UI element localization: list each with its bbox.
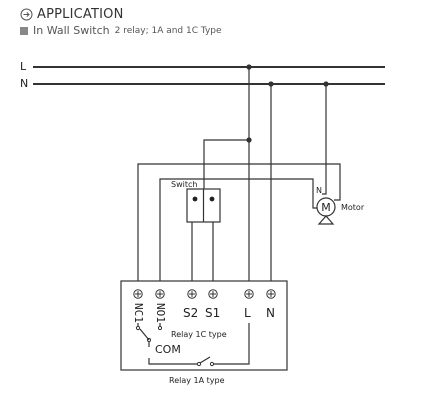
page-title: APPLICATION (37, 7, 124, 22)
screw-icon-l (244, 289, 254, 299)
switch-contact-right (209, 196, 215, 202)
title-row: APPLICATION (20, 6, 222, 23)
terminal-screws (133, 289, 276, 299)
relay-1a-label: Relay 1A type (169, 376, 225, 385)
square-bullet-icon (20, 26, 28, 35)
switch-live-wire (203, 139, 249, 195)
com-label: COM (155, 343, 181, 356)
subtitle-detail: 2 relay; 1A and 1C Type (114, 25, 222, 36)
motor-base (317, 215, 335, 225)
live-line-label: L (20, 60, 27, 73)
terminal-label-nc1: NC1 (132, 303, 145, 323)
application-header: APPLICATION In Wall Switch 2 relay; 1A a… (20, 6, 222, 37)
motor-neutral-wire (322, 84, 327, 195)
no1-wire (159, 178, 318, 292)
switch-contact-left (192, 196, 198, 202)
terminal-label-no1: NO1 (154, 303, 167, 323)
terminal-label-s2: S2 (183, 306, 198, 320)
motor-label: Motor (341, 203, 365, 212)
subtitle-main: In Wall Switch (33, 24, 110, 37)
neutral-line-label: N (20, 77, 28, 90)
subtitle-row: In Wall Switch 2 relay; 1A and 1C Type (20, 24, 222, 37)
terminal-label-l: L (244, 306, 251, 320)
motor-neutral-label: N (316, 186, 322, 195)
nc1-wire (137, 163, 341, 292)
terminal-label-n: N (266, 306, 275, 320)
screw-icon-nc1 (133, 289, 143, 299)
relay-1c-label: Relay 1C type (171, 330, 227, 339)
terminal-label-s1: S1 (205, 306, 220, 320)
screw-icon-n (266, 289, 276, 299)
relay-1c-contact (135, 323, 163, 347)
arrow-circle-icon (20, 8, 33, 21)
screw-icon-s1 (208, 289, 218, 299)
motor-symbol: M (321, 201, 331, 214)
switch-label: Switch (171, 180, 197, 189)
screw-icon-s2 (187, 289, 197, 299)
module-box (120, 280, 288, 371)
relay-1a-contact (148, 323, 250, 367)
screw-icon-no1 (155, 289, 165, 299)
